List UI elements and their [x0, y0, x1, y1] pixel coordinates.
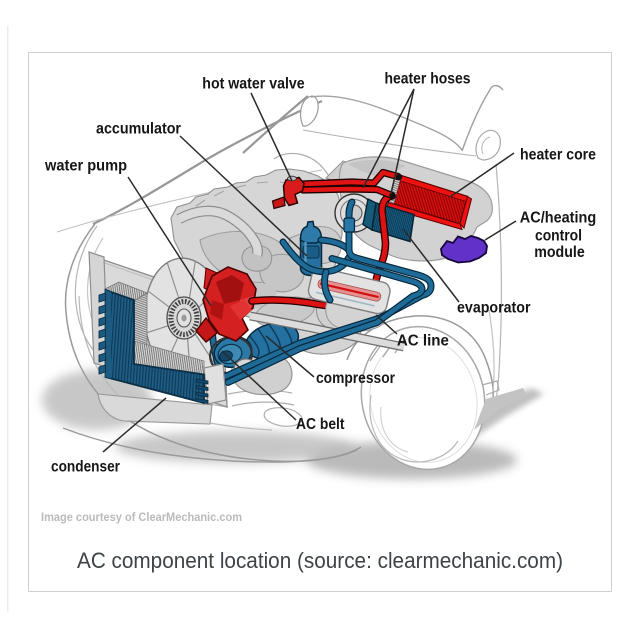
svg-text:Image courtesy of ClearMechani: Image courtesy of ClearMechanic.com	[41, 510, 242, 524]
svg-text:control: control	[535, 228, 582, 245]
svg-text:AC component location (source:: AC component location (source: clearmech…	[77, 548, 563, 573]
svg-text:condenser: condenser	[51, 459, 120, 476]
svg-text:hot water valve: hot water valve	[202, 76, 304, 93]
svg-text:evaporator: evaporator	[457, 300, 531, 317]
svg-text:heater hoses: heater hoses	[385, 71, 471, 88]
svg-text:AC line: AC line	[397, 333, 449, 350]
svg-text:water pump: water pump	[44, 158, 127, 175]
svg-text:heater core: heater core	[520, 147, 596, 164]
svg-text:module: module	[534, 244, 585, 261]
svg-text:accumulator: accumulator	[96, 121, 181, 138]
svg-text:AC/heating: AC/heating	[520, 210, 596, 227]
svg-text:AC belt: AC belt	[296, 416, 345, 433]
svg-text:compressor: compressor	[316, 370, 395, 387]
